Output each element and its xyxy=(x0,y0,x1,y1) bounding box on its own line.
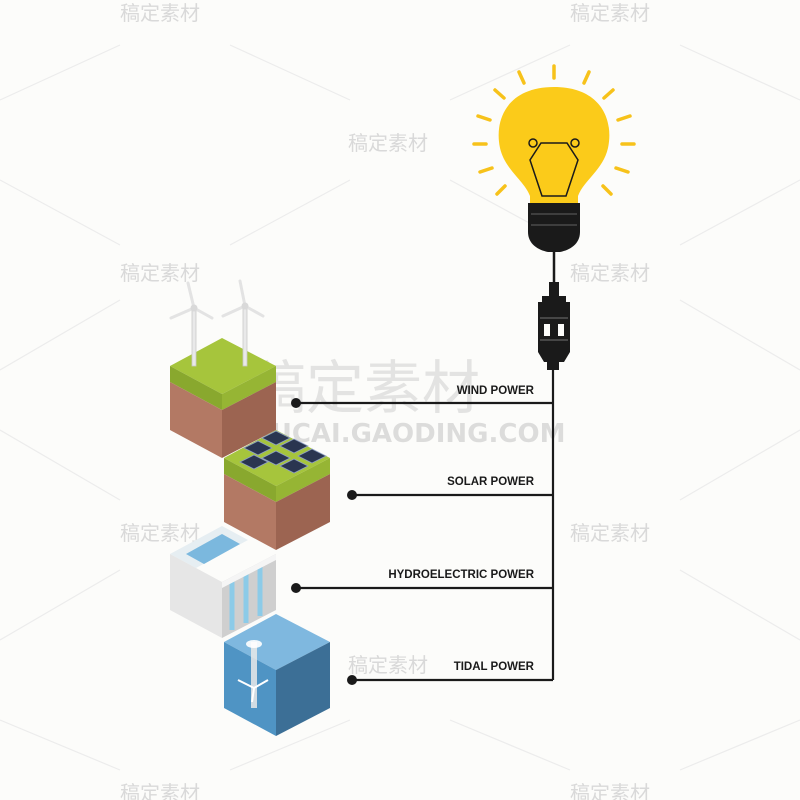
solar-wire-dot xyxy=(347,490,357,500)
wind-turbine-icon xyxy=(221,279,265,367)
watermark-text: 稿定素材 xyxy=(120,261,200,285)
hydroelectric-power-label: HYDROELECTRIC POWER xyxy=(388,569,534,581)
watermark-text: 稿定素材 xyxy=(120,1,200,25)
tidal-power-block xyxy=(224,614,330,736)
bulb-socket xyxy=(528,203,580,252)
dam-water-flow xyxy=(229,566,263,630)
watermark-text: 稿定素材 xyxy=(120,781,200,800)
power-plug-icon xyxy=(538,282,570,370)
light-rays xyxy=(472,64,636,196)
wind-turbine-icon xyxy=(169,281,214,367)
watermark-text: 稿定素材 xyxy=(348,131,428,155)
tidal-turbine-icon xyxy=(237,640,269,708)
watermark-text: 稿定素材 xyxy=(570,521,650,545)
solar-panels-icon xyxy=(239,430,327,474)
watermark-main-text: 稿定素材 xyxy=(248,354,480,422)
solar-power-block xyxy=(224,430,330,550)
plug-body xyxy=(538,296,570,362)
bulb-filament xyxy=(529,142,579,197)
hydro-wire-dot xyxy=(291,583,301,593)
watermark-text: 稿定素材 xyxy=(570,1,650,25)
watermark-text: 稿定素材 xyxy=(348,653,428,677)
watermark-text: 稿定素材 xyxy=(570,781,650,800)
bulb-glass xyxy=(498,87,610,203)
solar-power-label: SOLAR POWER xyxy=(447,476,535,488)
hydroelectric-power-block xyxy=(170,526,276,638)
wire-network xyxy=(296,368,555,682)
watermark-text: 稿定素材 xyxy=(570,261,650,285)
light-bulb-icon xyxy=(472,64,636,282)
tidal-wire-dot xyxy=(347,675,357,685)
wind-wire-dot xyxy=(291,398,301,408)
wire-endpoints xyxy=(291,398,357,685)
watermark-text: 稿定素材 xyxy=(120,521,200,545)
tidal-power-label: TIDAL POWER xyxy=(454,661,535,673)
wind-power-label: WIND POWER xyxy=(457,385,535,397)
wind-power-block xyxy=(169,279,276,458)
